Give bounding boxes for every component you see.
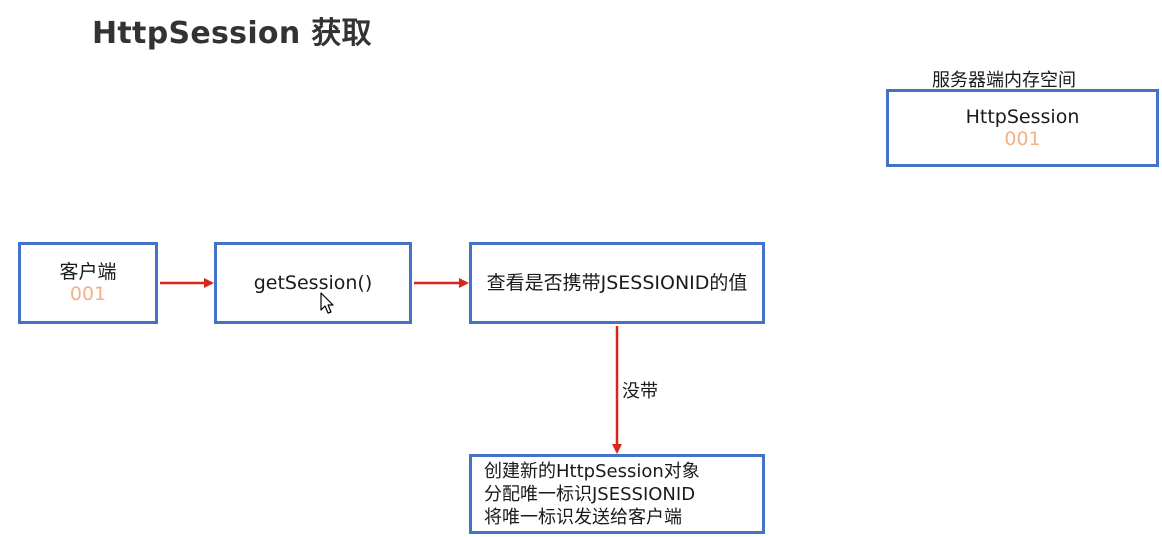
check-jsessionid-label: 查看是否携带JSESSIONID的值 [486, 272, 748, 294]
create-line-3: 将唯一标识发送给客户端 [484, 507, 682, 528]
get-session-box: getSession() [214, 242, 412, 324]
check-jsessionid-box: 查看是否携带JSESSIONID的值 [469, 242, 765, 324]
create-session-box: 创建新的HttpSession对象 分配唯一标识JSESSIONID 将唯一标识… [469, 454, 765, 534]
memory-session-name: HttpSession [965, 106, 1080, 128]
create-line-2: 分配唯一标识JSESSIONID [484, 484, 696, 505]
memory-session-box: HttpSession 001 [886, 89, 1159, 167]
memory-session-id: 001 [1004, 128, 1041, 150]
memory-caption: 服务器端内存空间 [932, 70, 1076, 91]
page-title: HttpSession 获取 [92, 16, 372, 51]
edge-label-not-carried: 没带 [622, 381, 658, 402]
client-id: 001 [69, 283, 107, 305]
get-session-label: getSession() [253, 272, 373, 294]
client-box: 客户端 001 [18, 242, 158, 324]
client-label: 客户端 [59, 261, 117, 283]
create-line-1: 创建新的HttpSession对象 [484, 461, 700, 482]
